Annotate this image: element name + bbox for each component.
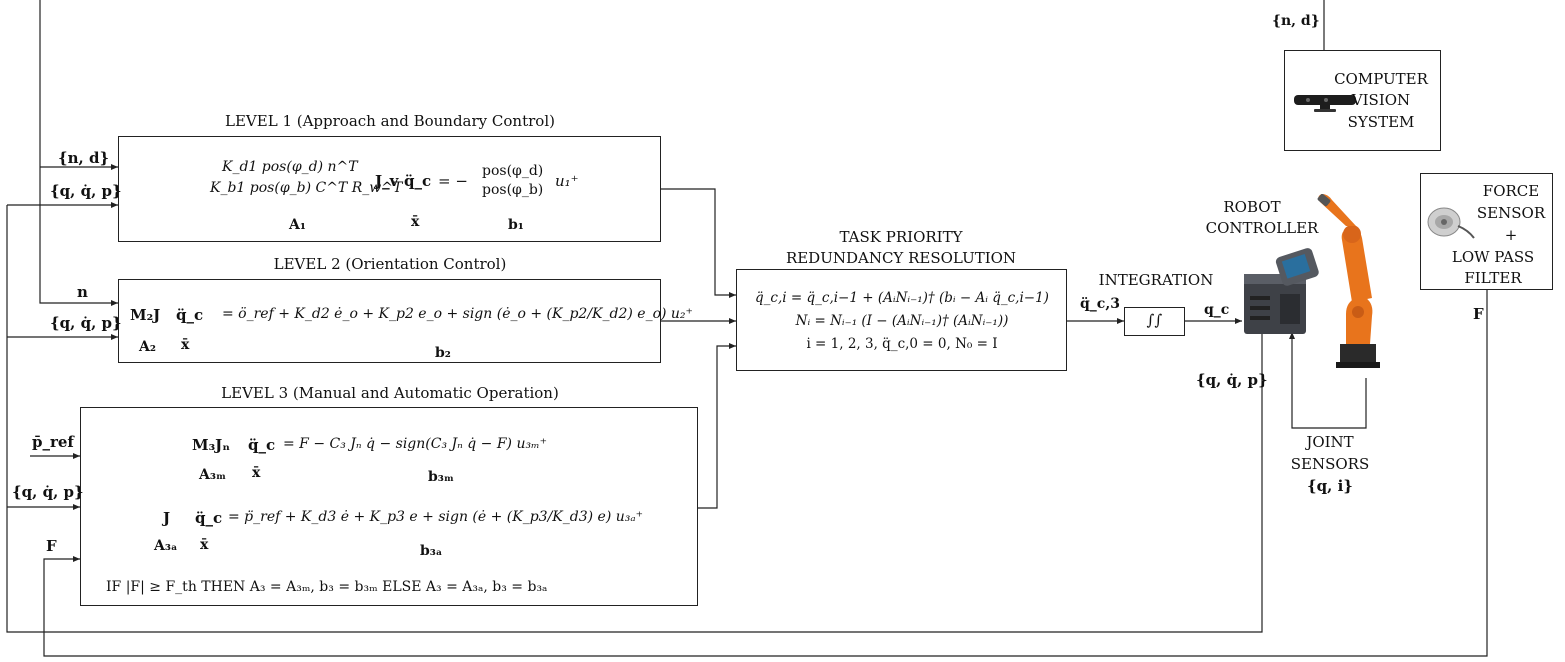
tp-title-line2: REDUNDANCY RESOLUTION (785, 249, 1017, 267)
l1-rhs-row2: pos(φ_b) (482, 182, 544, 198)
l3-pref-input: p̄_ref (32, 433, 74, 451)
f-feedback-wire (43, 290, 1488, 657)
vision-label-1: COMPUTER (1334, 70, 1428, 88)
l2-A-label: A₂ (139, 339, 156, 355)
l1-b-label: b₁ (508, 217, 524, 233)
l3a-x-label: x̄ (200, 537, 209, 553)
l1-nd-input: {n, d} (58, 149, 110, 167)
robot-controller-icon (1244, 248, 1319, 334)
kuka-robot-arm-icon (1317, 194, 1380, 368)
level2-title: LEVEL 2 (Orientation Control) (273, 255, 507, 273)
l3m-x-label: x̄ (252, 465, 261, 481)
joint-label-3: {q, i} (1307, 477, 1353, 495)
l1-A-label: A₁ (289, 217, 306, 233)
l3a-qc: q̈_c (195, 509, 223, 527)
l3a-rhs: = p̈_ref + K_d3 ė + K_p3 e + sign (ė + (… (228, 509, 644, 525)
force-sensor-icon (1427, 207, 1475, 239)
integration-out-label: q_c (1204, 302, 1230, 318)
l1-rhs-row1: pos(φ_d) (482, 163, 544, 179)
force-label-4: LOW PASS (1451, 248, 1535, 266)
nd-bus-line (39, 0, 118, 306)
l1-matrix-row2: K_b1 pos(φ_b) C^T R_w^T (210, 180, 403, 196)
integration-title: INTEGRATION (1098, 271, 1214, 289)
l1-qc: q̈_c (404, 172, 432, 190)
tp-eq1: q̈_c,i = q̈_c,i−1 + (AᵢNᵢ₋₁)† (bᵢ − Aᵢ q… (755, 290, 1049, 306)
l1-qqp-input: {q, q̇, p} (50, 182, 122, 200)
l1-out-wire (660, 188, 736, 298)
l3m-A-label: A₃ₘ (199, 467, 227, 483)
l2-x-label: x̄ (181, 337, 190, 353)
joint-label-1: JOINT (1306, 433, 1354, 451)
force-output-label: F (1473, 305, 1484, 323)
vision-nd-input: {n, d} (1272, 13, 1320, 29)
joint-label-2: SENSORS (1290, 455, 1370, 473)
l2-rhs: = ö_ref + K_d2 ė_o + K_p2 e_o + sign (ė_… (222, 306, 693, 322)
l1-matrix-row1: K_d1 pos(φ_d) n^T (222, 159, 358, 175)
l3m-qc: q̈_c (248, 436, 276, 454)
l3m-rhs: = F − C₃ Jₙ q̇ − sign(C₃ Jₙ q̇ − F) u₃ₘ⁺ (283, 436, 548, 452)
l2-qc: q̈_c (176, 306, 204, 324)
l3a-b-label: b₃ₐ (420, 543, 443, 559)
integration-symbol: ∫∫ (1146, 311, 1163, 329)
level1-title: LEVEL 1 (Approach and Boundary Control) (225, 112, 555, 130)
vision-label-2: VISION (1351, 91, 1411, 109)
l2-b-label: b₂ (435, 345, 451, 361)
qqp-bus-line (6, 205, 1263, 633)
tp-eq2: Nᵢ = Nᵢ₋₁ (I − (AᵢNᵢ₋₁)† (AᵢNᵢ₋₁)) (795, 313, 1009, 329)
integration-in-label: q̈_c,3 (1080, 296, 1120, 312)
l3a-A-label: A₃ₐ (154, 538, 178, 554)
l3a-lhs: J (163, 509, 171, 527)
tp-eq3: i = 1, 2, 3, q̈_c,0 = 0, N₀ = I (806, 336, 998, 352)
robot-label-2: CONTROLLER (1205, 219, 1319, 237)
force-label-5: FILTER (1464, 269, 1522, 287)
l1-equals: = − (438, 172, 468, 190)
level1-box (118, 136, 661, 242)
kinect-camera-icon (1294, 95, 1356, 112)
robot-label-1: ROBOT (1223, 198, 1281, 216)
l3-out-wire (697, 343, 736, 509)
joint-sensor-wire (1289, 332, 1367, 429)
force-label-2: SENSOR (1476, 204, 1546, 222)
l3-F-input: F (46, 537, 57, 555)
task-priority-box (736, 269, 1067, 371)
l1-jv: J_v (375, 172, 399, 190)
l3m-lhs: M₃Jₙ (192, 436, 231, 454)
l1-u: u₁⁺ (555, 172, 579, 190)
level3-box (80, 407, 698, 606)
l3-qqp-input: {q, q̇, p} (12, 483, 84, 501)
force-label-3: + (1504, 226, 1518, 244)
force-label-1: FORCE (1482, 182, 1540, 200)
l2-qqp-input: {q, q̇, p} (50, 314, 122, 332)
feedback-qqp-label: {q, q̇, p} (1196, 371, 1268, 389)
l3m-b-label: b₃ₘ (428, 469, 455, 485)
vision-label-3: SYSTEM (1347, 113, 1415, 131)
l1-x-label: x̄ (411, 214, 420, 230)
level3-title: LEVEL 3 (Manual and Automatic Operation) (221, 384, 559, 402)
integration-box (1124, 307, 1185, 336)
level2-box (118, 279, 661, 363)
tp-title-line1: TASK PRIORITY (839, 228, 963, 246)
l2-lhs: M₂J (130, 306, 161, 324)
l3-if-rule: IF |F| ≥ F_th THEN A₃ = A₃ₘ, b₃ = b₃ₘ EL… (106, 579, 548, 595)
l2-n-input: n (77, 283, 88, 301)
